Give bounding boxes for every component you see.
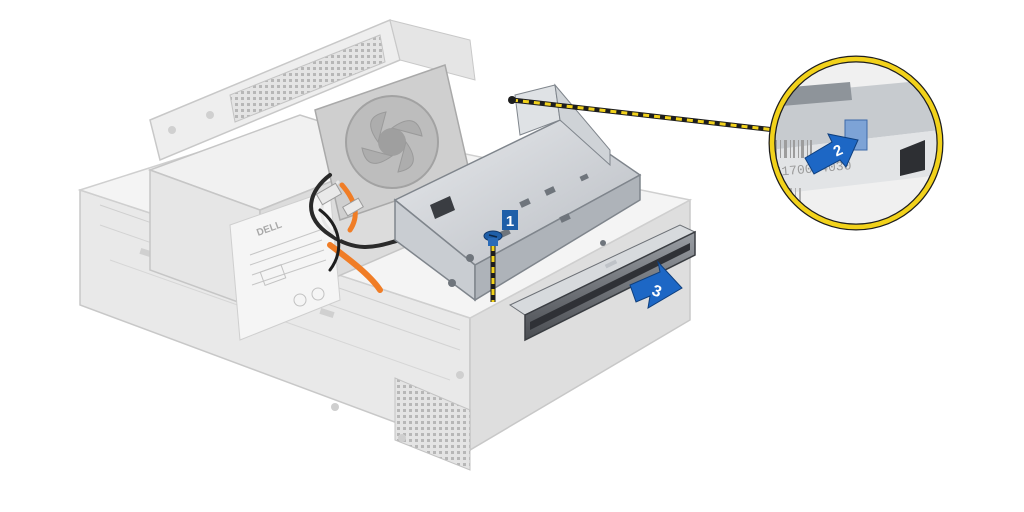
step3-slide-arrow: 3	[629, 260, 683, 309]
press-arrow-icon	[804, 133, 859, 175]
slide-arrow-icon	[629, 260, 683, 309]
rear-panel	[149, 18, 476, 162]
system-fan	[314, 64, 471, 221]
optical-drive	[508, 224, 697, 342]
step1-callout-number: 1	[506, 213, 514, 230]
magnifier-leader-line	[508, 96, 776, 133]
drive-bracket	[393, 83, 642, 302]
screw-icon	[483, 230, 503, 246]
magnified-detail-view: 5170004030 2	[768, 55, 944, 231]
step1-screw-marker: 1	[483, 210, 518, 302]
